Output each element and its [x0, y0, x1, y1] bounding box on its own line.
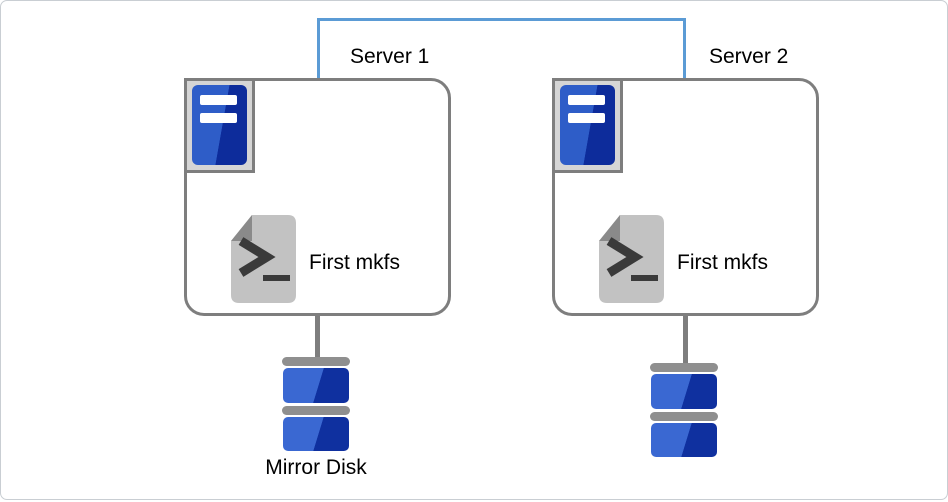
disk-platter: [651, 423, 717, 457]
server-drive-bay-icon: [568, 113, 605, 123]
disk-connector-line: [683, 314, 688, 364]
terminal-script-icon: [231, 215, 296, 303]
disk-platter-cap: [282, 406, 350, 415]
server-tower-icon: [560, 85, 615, 165]
server-drive-bay-icon: [200, 95, 237, 105]
server-icon: [184, 78, 255, 173]
mirror-disk-icon: [282, 357, 350, 451]
script-step-label: First mkfs: [677, 251, 768, 274]
terminal-script-icon: [599, 215, 664, 303]
disk-platter-cap: [650, 363, 718, 372]
server-drive-bay-icon: [200, 113, 237, 123]
disk-label: Mirror Disk: [265, 456, 367, 479]
mirror-disk-icon: [650, 363, 718, 457]
script-step-label: First mkfs: [309, 251, 400, 274]
server-2-label: Server 2: [709, 45, 789, 68]
disk-platter: [651, 374, 717, 409]
server-drive-bay-icon: [568, 95, 605, 105]
server-interconnect-line: [317, 18, 686, 78]
disk-platter-cap: [282, 357, 350, 366]
server-2-group: Server 2 First mkfs: [552, 1, 819, 499]
disk-platter: [283, 417, 349, 451]
server-1-label: Server 1: [350, 45, 430, 68]
disk-platter: [283, 368, 349, 403]
disk-platter-cap: [650, 412, 718, 421]
server-icon: [552, 78, 623, 173]
disk-connector-line: [315, 314, 320, 358]
server-tower-icon: [192, 85, 247, 165]
server-1-group: Server 1 First mkfs Mirror Disk: [184, 1, 451, 499]
